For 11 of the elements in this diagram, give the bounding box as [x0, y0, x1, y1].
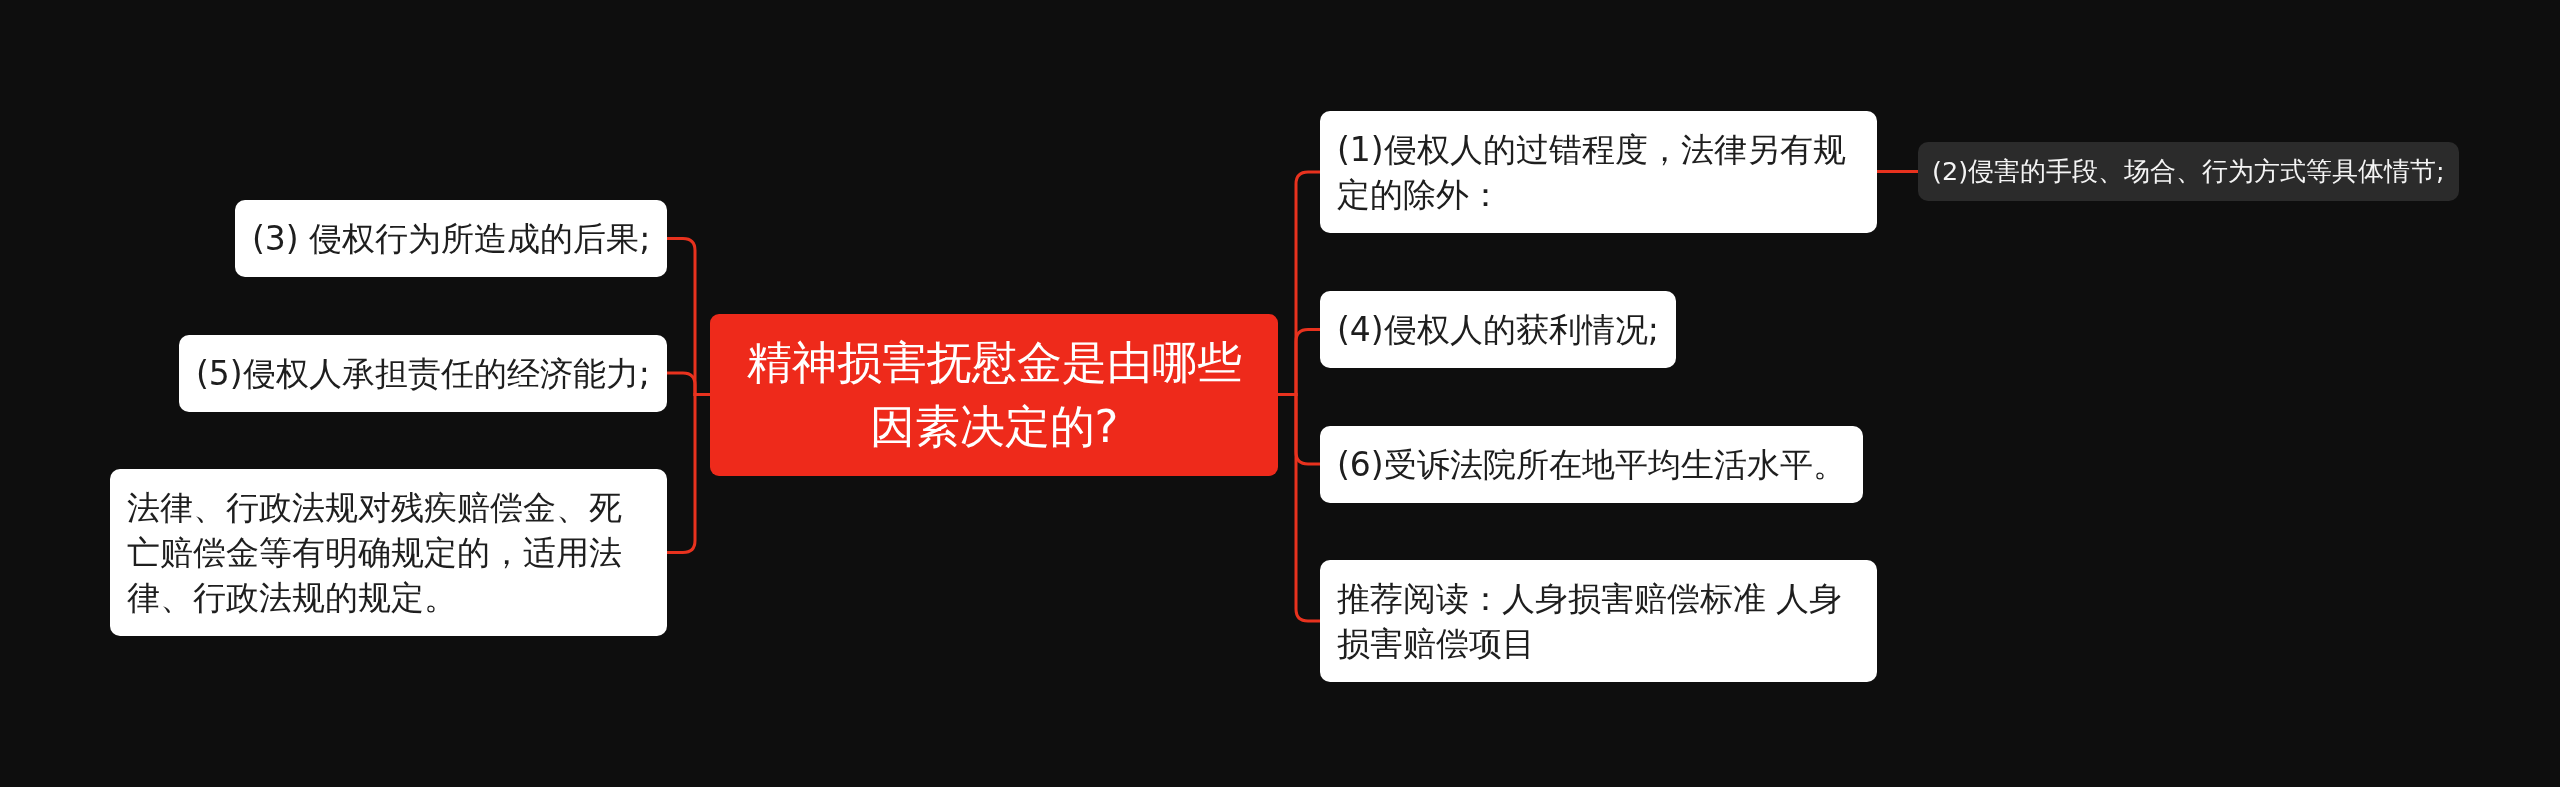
- connector-line: [1877, 170, 1918, 173]
- topic-box: 精神损害抚慰金是由哪些因素决定的?: [710, 313, 1278, 476]
- detail-box: (2)侵害的手段、场合、行为方式等具体情节;: [1918, 142, 2459, 201]
- subtopic-box: (4)侵权人的获利情况;: [1320, 291, 1676, 368]
- subtopic-box: (5)侵权人承担责任的经济能力;: [179, 334, 667, 412]
- subtopic-box: (6)受诉法院所在地平均生活水平。: [1320, 425, 1863, 503]
- connector-line: [1278, 393, 1320, 623]
- subtopic-box: (1)侵权人的过错程度，法律另有规定的除外：: [1320, 111, 1877, 233]
- subtopic-box: (3) 侵权行为所造成的后果;: [235, 200, 668, 277]
- subtopic-box: 推荐阅读：人身损害赔偿标准 人身损害赔偿项目: [1320, 560, 1877, 682]
- subtopic-box: 法律、行政法规对残疾赔偿金、死亡赔偿金等有明确规定的，适用法律、行政法规的规定。: [110, 469, 667, 636]
